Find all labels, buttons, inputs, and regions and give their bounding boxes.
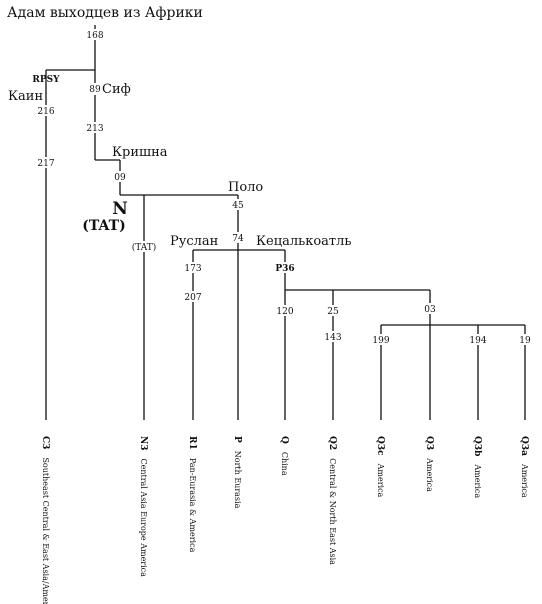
node-74: 74 (232, 234, 244, 244)
node-213: 213 (86, 124, 103, 134)
leaf-code: Q3 (424, 436, 434, 450)
leaf-region: Central Asia Europe America (139, 459, 148, 578)
leaf-region: America (376, 463, 385, 498)
name-tat: (TAT) (82, 218, 125, 234)
node-216: 216 (37, 107, 54, 117)
leaf-label-q: Q China (279, 436, 289, 476)
leaf-region: Pan-Eurasia & America (188, 458, 197, 553)
leaf-label-n3: N3Central Asia Europe America (138, 436, 148, 577)
node-120: 120 (276, 307, 293, 317)
diagram-title: Адам выходцев из Африки (7, 5, 203, 21)
node-217: 217 (37, 159, 54, 169)
name-ruslan: Руслан (170, 234, 218, 249)
name-krishna: Кришна (112, 145, 168, 160)
leaf-labels: C3Southeast Central & East Asia/America N… (40, 436, 529, 604)
leaf-label-q3a: Q3aAmerica (519, 436, 529, 498)
leaf-region: China (280, 452, 289, 476)
leaf-code: R1 (187, 436, 197, 450)
name-kain: Каин (8, 89, 43, 104)
node-168: 168 (86, 31, 103, 41)
leaf-region: Central & North East Asia (328, 458, 337, 565)
leaf-label-p: P North Eurasia (232, 436, 242, 509)
node-19: 19 (519, 336, 531, 346)
leaf-region: America (473, 463, 482, 498)
node-207: 207 (184, 293, 201, 303)
tree-lines (45, 25, 526, 420)
leaf-code: P (232, 436, 242, 443)
branch-names: Каин Сиф Кришна Поло N (TAT) Руслан Кеца… (8, 82, 351, 249)
node-45: 45 (232, 201, 244, 211)
node-rpsy: RPSY (32, 75, 60, 85)
leaf-code: Q2 (327, 436, 337, 450)
node-194: 194 (469, 336, 486, 346)
node-03: 03 (424, 305, 436, 315)
node-25: 25 (327, 307, 339, 317)
leaf-code: Q3c (375, 436, 385, 456)
leaf-code: N3 (138, 436, 148, 451)
leaf-label-c3: C3Southeast Central & East Asia/America (40, 436, 50, 604)
node-89: 89 (89, 85, 101, 95)
leaf-code: Q3a (519, 436, 529, 456)
name-kecalkoatl: Кецалькоатль (256, 234, 351, 249)
leaf-label-q3: Q3America (424, 436, 434, 492)
name-polo: Поло (228, 180, 263, 195)
leaf-region: America (520, 463, 529, 498)
node-tat-small: (TAT) (132, 242, 157, 253)
leaf-region: North Eurasia (233, 451, 242, 509)
name-sif: Сиф (102, 82, 131, 97)
leaf-code: Q3b (472, 436, 482, 456)
leaf-region: Southeast Central & East Asia/America (41, 457, 50, 604)
leaf-label-q3b: Q3bAmerica (472, 436, 482, 498)
node-199: 199 (372, 336, 389, 346)
node-p36: P36 (275, 264, 294, 274)
node-173: 173 (184, 264, 201, 274)
leaf-code: C3 (40, 436, 50, 449)
node-143: 143 (324, 333, 341, 343)
node-labels: 168 RPSY 89 216 217 213 09 45 74 (TAT) 1… (32, 29, 532, 346)
leaf-label-r1: R1Pan-Eurasia & America (187, 436, 197, 553)
node-09: 09 (114, 173, 126, 183)
name-n: N (112, 199, 128, 219)
leaf-label-q2: Q2Central & North East Asia (327, 436, 337, 565)
leaf-region: America (425, 457, 434, 492)
leaf-code: Q (279, 436, 289, 444)
leaf-label-q3c: Q3cAmerica (375, 436, 385, 498)
